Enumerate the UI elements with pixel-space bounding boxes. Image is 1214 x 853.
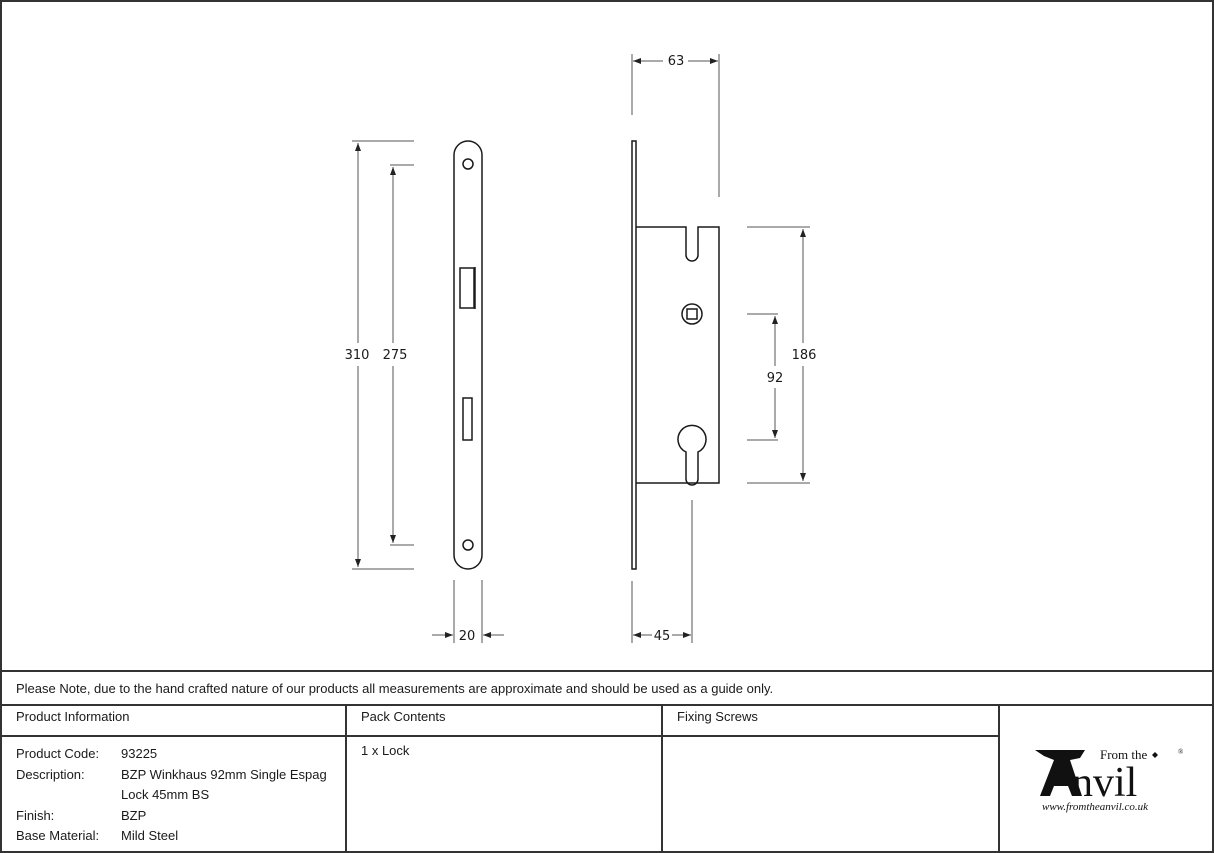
fixing-screws-header: Fixing Screws — [663, 706, 998, 737]
info-row-material: Base Material: Mild Steel — [16, 828, 179, 843]
info-row-code: Product Code: 93225 — [16, 746, 158, 761]
info-row-finish: Finish: BZP — [16, 807, 147, 823]
disclaimer-note: Please Note, due to the hand crafted nat… — [2, 670, 1212, 706]
dim-overall-height: 310 — [345, 348, 370, 363]
side-view — [631, 140, 720, 570]
product-info-rows: Product Code: 93225 Description: BZP Win… — [2, 737, 345, 847]
pack-contents-panel: Pack Contents 1 x Lock — [347, 706, 661, 851]
svg-text:nvil: nvil — [1072, 760, 1137, 806]
divider — [345, 706, 347, 853]
product-info-header: Product Information — [2, 706, 345, 737]
dim-depth: 63 — [668, 54, 685, 69]
pack-contents-item: 1 x Lock — [361, 743, 410, 758]
info-row-description: Description: BZP Winkhaus 92mm Single Es… — [16, 766, 327, 782]
from-the-anvil-logo: From the nvil ® www.fromtheanvil.co.uk — [1030, 742, 1190, 817]
dim-backset: 45 — [654, 629, 671, 644]
svg-text:www.fromtheanvil.co.uk: www.fromtheanvil.co.uk — [1042, 801, 1149, 813]
faceplate-view — [453, 140, 483, 570]
svg-text:From the: From the — [1100, 747, 1148, 762]
dim-faceplate-width: 20 — [459, 629, 476, 644]
info-row-description-cont: Lock 45mm BS — [121, 787, 210, 802]
dim-case-height: 186 — [792, 348, 817, 363]
product-info-panel: Product Information Product Code: 93225 … — [2, 706, 345, 851]
pack-contents-header: Pack Contents — [347, 706, 661, 737]
divider — [661, 706, 663, 853]
dim-centres: 92 — [767, 371, 784, 386]
svg-text:®: ® — [1178, 748, 1184, 756]
anvil-icon — [1035, 750, 1085, 796]
fixing-screws-panel: Fixing Screws — [663, 706, 998, 851]
dim-fixing-centres: 275 — [383, 348, 408, 363]
technical-drawing: 310 275 20 63 186 92 45 — [345, 54, 817, 644]
divider — [998, 706, 1000, 853]
